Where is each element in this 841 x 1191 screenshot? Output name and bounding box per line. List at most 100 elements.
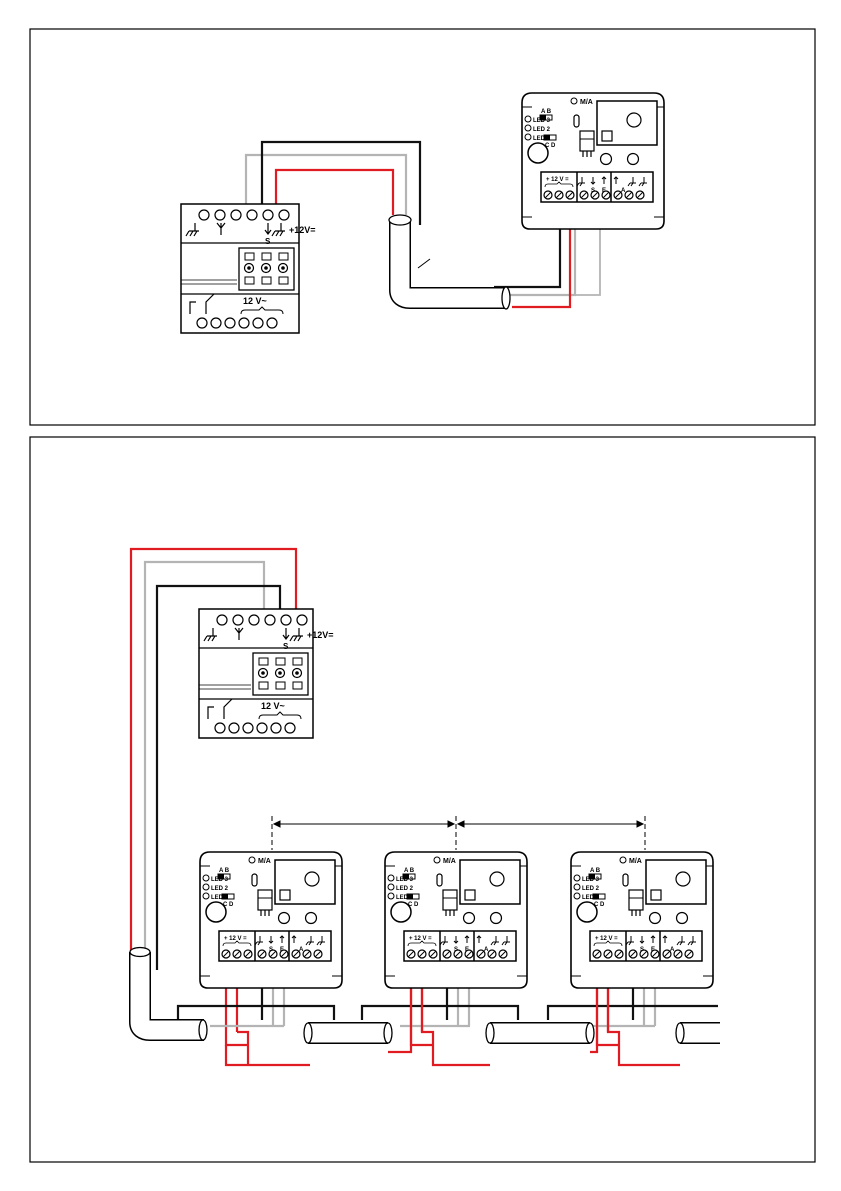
- trimmer-a: [601, 154, 612, 165]
- supply-terminal: [249, 615, 259, 625]
- trimmer-a: [464, 913, 475, 924]
- supply-terminal: [263, 210, 273, 220]
- trimmer-b: [306, 913, 317, 924]
- supply-terminal: [265, 615, 275, 625]
- jumper-cd-fill: [544, 135, 550, 140]
- supply-ac-terminal: [215, 723, 225, 733]
- transistor: [258, 890, 272, 910]
- supply-terminal: [297, 615, 307, 625]
- ma-led: [620, 857, 626, 863]
- led-label: LED 3: [211, 877, 229, 883]
- trimmer-b: [677, 913, 688, 924]
- supply-terminal: [231, 210, 241, 220]
- ma-label: M/A: [580, 99, 593, 106]
- sensor-cell-square: [651, 890, 661, 900]
- led-indicator: [525, 125, 531, 131]
- supply-ac-terminal: [243, 723, 253, 733]
- ma-led: [249, 857, 255, 863]
- ma-led: [571, 98, 577, 104]
- ab-label: A B: [590, 868, 601, 874]
- led-label: LED 2: [582, 886, 600, 892]
- conduit-end: [486, 1023, 494, 1043]
- led-indicator: [388, 884, 394, 890]
- transistor: [580, 131, 594, 151]
- buzzer: [577, 902, 597, 922]
- detector-unit-2: M/AA BLED 3LED 2LED 1C D+ 12 V =SEA: [385, 852, 527, 988]
- sensor-cell-dot: [490, 872, 504, 886]
- conduit-end: [586, 1023, 594, 1043]
- detector-unit-1: M/AA BLED 3LED 2LED 1C D+ 12 V =SEA: [200, 852, 342, 988]
- trimmer-a: [650, 913, 661, 924]
- supply-bus: [237, 1032, 248, 1065]
- supply-ac-terminal: [285, 723, 295, 733]
- ground-bus: [178, 1006, 334, 1020]
- led-slot: [252, 874, 257, 886]
- supply-ac-terminal: [257, 723, 267, 733]
- panel1-conduits: [389, 215, 510, 309]
- supply-ac-terminal: [271, 723, 281, 733]
- conduit-end: [502, 287, 510, 309]
- ab-label: A B: [404, 868, 415, 874]
- sensor-cell-dot: [627, 113, 641, 127]
- supply-ac-terminal: [253, 318, 263, 328]
- led-slot: [623, 874, 628, 886]
- conduit-start-outline: [140, 952, 204, 1030]
- ma-label: M/A: [258, 858, 271, 865]
- trimmer-a: [279, 913, 290, 924]
- terminal-12v-label: + 12 V =: [409, 936, 432, 942]
- supply-bus: [226, 1045, 310, 1065]
- led-indicator: [203, 884, 209, 890]
- buzzer: [391, 902, 411, 922]
- conduit-end: [304, 1023, 312, 1043]
- ma-label: M/A: [443, 858, 456, 865]
- sensor-cell-dot: [305, 872, 319, 886]
- conduit-end: [389, 215, 411, 225]
- led-indicator: [203, 893, 209, 899]
- sensor-cell-square: [465, 890, 475, 900]
- led-indicator: [574, 875, 580, 881]
- transistor: [443, 890, 457, 910]
- buzzer: [528, 143, 548, 163]
- conduit-end: [676, 1023, 684, 1043]
- plus12v-label: +12V=: [289, 225, 316, 235]
- trimmer-dot: [295, 671, 299, 675]
- led-indicator: [388, 893, 394, 899]
- jumper-cd-fill: [222, 894, 228, 899]
- plus12v-label: +12V=: [307, 630, 334, 640]
- detector-unit: M/AA BLED 3LED 2LED 1C D+ 12 V =SEA: [522, 93, 664, 229]
- terminal-s-label: S: [283, 642, 289, 651]
- supply-terminal: [233, 615, 243, 625]
- sensor-cell-square: [602, 131, 612, 141]
- jumper-cd-fill: [593, 894, 599, 899]
- led-label: LED 2: [396, 886, 414, 892]
- supply-ac-terminal: [267, 318, 277, 328]
- buzzer: [206, 902, 226, 922]
- panel-single-detector: [30, 29, 815, 425]
- terminal-12v-label: + 12 V =: [595, 936, 618, 942]
- supply-terminal: [217, 615, 227, 625]
- power-supply-unit-2: S+12V=12 V~: [199, 609, 334, 738]
- led-indicator: [388, 875, 394, 881]
- ground-bus: [362, 1006, 518, 1020]
- terminal-12v-label: + 12 V =: [224, 936, 247, 942]
- ma-led: [434, 857, 440, 863]
- sensor-cell-square: [280, 890, 290, 900]
- supply-terminal: [281, 615, 291, 625]
- led-label: LED 3: [396, 877, 414, 883]
- power-supply-unit: S+12V=12 V~: [181, 204, 316, 333]
- terminal-s-label: S: [265, 237, 271, 246]
- ma-label: M/A: [629, 858, 642, 865]
- ab-label: A B: [541, 109, 552, 115]
- led-label: LED 2: [211, 886, 229, 892]
- conduit-l-outline: [400, 220, 505, 298]
- led-indicator: [574, 884, 580, 890]
- trimmer-dot: [247, 266, 251, 270]
- trimmer-dot: [281, 266, 285, 270]
- ab-label: A B: [219, 868, 230, 874]
- conduit-l-fill: [400, 220, 505, 298]
- led-slot: [574, 115, 579, 127]
- panel-multiple-detectors: [30, 437, 815, 1162]
- conduit-end: [130, 948, 150, 957]
- led-indicator: [203, 875, 209, 881]
